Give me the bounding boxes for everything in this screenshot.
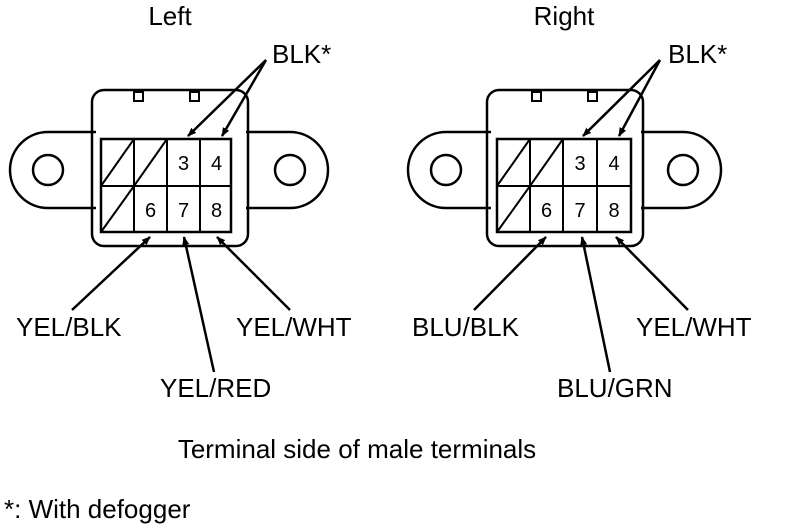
left-ear-right-hole (273, 153, 307, 187)
diagram-caption: Terminal side of male terminals (178, 434, 536, 464)
right-lock-tab-1 (531, 91, 542, 102)
right-pin-4: 4 (608, 153, 619, 175)
right-blank-cavity-5 (496, 185, 531, 233)
right-wire-label-pin6: BLU/BLK (412, 312, 520, 342)
left-pin-8: 8 (211, 200, 222, 222)
right-pin-6: 6 (541, 200, 552, 222)
left-blank-cavity-5 (100, 185, 135, 233)
right-connector-title: Right (534, 1, 595, 31)
left-pin-4: 4 (211, 153, 222, 175)
right-blank-cavity-1 (496, 138, 531, 187)
left-blk-leader-pin3 (187, 59, 267, 137)
right-wire-label-pin7: BLU/GRN (557, 373, 673, 403)
right-pin-3: 3 (574, 153, 585, 175)
left-wire-label-pin7: YEL/RED (160, 373, 271, 403)
right-wire-leader-pin6 (473, 236, 547, 311)
right-housing (485, 88, 645, 248)
left-connector: Left 3 4 6 7 8 BLK* (8, 1, 352, 403)
right-pin-7: 7 (574, 200, 585, 222)
footnote: *: With defogger (4, 494, 191, 524)
left-ear-left-hole (31, 153, 65, 187)
left-blank-cavity-2 (133, 138, 168, 187)
right-ear-left (406, 130, 491, 210)
right-blk-leader-pin3 (582, 59, 661, 137)
right-blank-cavity-2 (529, 138, 564, 187)
left-lock-tab-1 (133, 91, 144, 102)
left-wire-label-pin8: YEL/WHT (236, 312, 352, 342)
right-wire-leader-pin7 (580, 236, 612, 373)
right-blk-label: BLK* (668, 39, 727, 69)
left-lock-tab-2 (189, 91, 200, 102)
left-wire-label-pin6: YEL/BLK (16, 312, 122, 342)
right-terminal-grid: 3 4 6 7 8 (495, 137, 633, 234)
left-blank-cavity-1 (100, 138, 135, 187)
right-ear-right-hole (666, 153, 700, 187)
left-ear-right (246, 130, 330, 210)
left-pin-6: 6 (145, 200, 156, 222)
left-wire-leader-pin7 (182, 236, 216, 373)
left-terminal-grid: 3 4 6 7 8 (99, 137, 233, 234)
right-connector: Right 3 4 6 7 8 BLK* (406, 1, 752, 403)
left-pin-3: 3 (178, 153, 189, 175)
right-lock-tab-2 (587, 91, 598, 102)
right-blk-leader-pin4 (617, 59, 662, 137)
left-ear-left (8, 130, 96, 210)
left-housing (90, 88, 250, 248)
right-pin-8: 8 (608, 200, 619, 222)
left-pin-7: 7 (178, 200, 189, 222)
right-wire-leader-pin8 (615, 236, 689, 311)
right-ear-left-hole (429, 153, 463, 187)
right-ear-right (641, 130, 723, 210)
left-blk-leader-pin4 (220, 59, 268, 137)
left-wire-leader-pin6 (71, 236, 151, 311)
left-blk-label: BLK* (272, 39, 331, 69)
left-wire-leader-pin8 (216, 236, 291, 311)
right-wire-label-pin8: YEL/WHT (636, 312, 752, 342)
left-connector-title: Left (148, 1, 192, 31)
